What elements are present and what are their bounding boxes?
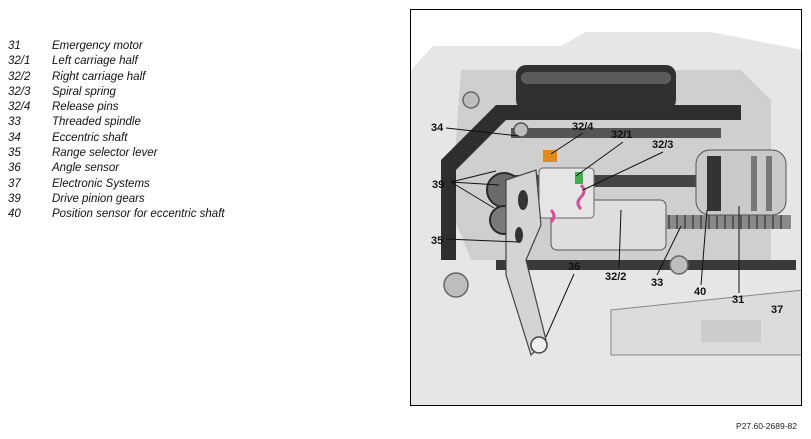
legend-label: Angle sensor [52, 162, 120, 175]
legend-label: Release pins [52, 101, 119, 114]
leader-33 [656, 225, 682, 276]
legend-item: 37 Electronic Systems [8, 177, 225, 192]
spiral-spring [549, 208, 556, 224]
leader-39 [450, 181, 495, 209]
callout-33: 33 [651, 277, 663, 289]
spiral-spring [576, 183, 586, 211]
legend-number: 37 [8, 177, 21, 190]
legend-item: 34 Eccentric shaft [8, 131, 225, 146]
callout-32-2: 32/2 [605, 271, 626, 283]
callout-31: 31 [732, 294, 744, 306]
legend-item: 36 Angle sensor [8, 161, 225, 176]
legend-label: Eccentric shaft [52, 131, 128, 144]
legend-number: 39 [8, 192, 21, 205]
legend-number: 33 [8, 116, 21, 129]
legend-item: 40 Position sensor for eccentric shaft [8, 207, 225, 222]
callout-36: 36 [568, 261, 580, 273]
housing-bolt [443, 272, 469, 298]
leader-lines [445, 127, 740, 338]
leader-39 [450, 170, 497, 183]
mechanism-illustration: 34 32/4 32/1 32/3 39 35 36 32/2 33 40 31… [410, 9, 802, 406]
leader-34 [445, 127, 520, 137]
legend-item: 31 Emergency motor [8, 39, 225, 54]
callout-32-1: 32/1 [611, 129, 632, 141]
callout-34: 34 [431, 122, 444, 134]
callout-35: 35 [431, 235, 443, 247]
spindle-threads [668, 215, 782, 229]
leader-32-2 [618, 209, 622, 269]
motor-collar [707, 156, 721, 211]
legend-label: Drive pinion gears [52, 192, 145, 205]
housing-bolt [669, 255, 689, 275]
legend-item: 32/3 Spiral spring [8, 85, 225, 100]
legend-item: 32/1 Left carriage half [8, 54, 225, 69]
frame-rail [496, 260, 796, 270]
legend-label: Electronic Systems [52, 177, 150, 190]
lever-slot [518, 190, 528, 210]
leader-40 [700, 209, 708, 286]
callout-37: 37 [771, 304, 783, 316]
mechanism-drawing: 34 32/4 32/1 32/3 39 35 36 32/2 33 40 31… [411, 10, 801, 405]
top-motor-highlight [521, 72, 671, 84]
callout-32-3: 32/3 [652, 139, 673, 151]
legend-item: 35 Range selector lever [8, 146, 225, 161]
housing-bolt [462, 91, 480, 109]
range-selector-lever [505, 169, 547, 357]
legend-item: 39 Drive pinion gears [8, 192, 225, 207]
leader-35 [445, 238, 520, 243]
leader-32-1 [575, 141, 624, 177]
motor-ring [751, 156, 757, 211]
legend-number: 35 [8, 147, 21, 160]
threaded-spindle [666, 215, 791, 229]
callout-32-4: 32/4 [572, 121, 594, 133]
legend-item: 32/2 Right carriage half [8, 70, 225, 85]
legend-label: Spiral spring [52, 85, 116, 98]
legend-label: Left carriage half [52, 55, 138, 68]
legend-number: 32/4 [8, 101, 31, 114]
legend-number: 34 [8, 131, 21, 144]
eccentric-shaft-34 [511, 128, 721, 138]
top-motor-housing [516, 65, 676, 110]
leader-39 [450, 181, 500, 186]
legend-label: Emergency motor [52, 40, 143, 52]
figure-reference: P27.60-2689-82 [736, 421, 797, 431]
legend-label: Position sensor for eccentric shaft [52, 208, 225, 221]
release-pin-orange [543, 150, 557, 162]
release-pin-green [575, 172, 583, 184]
legend-label: Right carriage half [52, 70, 146, 83]
housing-bolt [513, 122, 529, 138]
legend-number: 40 [8, 208, 21, 221]
legend-number: 32/2 [8, 70, 31, 83]
left-carriage-half [538, 167, 595, 219]
legend-label: Threaded spindle [52, 116, 141, 129]
leader-32-3 [582, 151, 664, 191]
legend-number: 36 [8, 162, 21, 175]
legend-item: 32/4 Release pins [8, 100, 225, 115]
lever-slot [515, 227, 523, 243]
legend-list: 31 Emergency motor 32/1 Left carriage half… [8, 39, 225, 223]
motor-ring [766, 156, 772, 211]
legend-number: 31 [8, 40, 21, 52]
angle-sensor [530, 336, 548, 354]
leader-32-4 [550, 132, 584, 155]
electronics-chip [701, 320, 761, 342]
callout-40: 40 [694, 286, 706, 298]
legend-number: 32/3 [8, 85, 31, 98]
legend-number: 32/1 [8, 55, 31, 68]
callout-39: 39 [432, 179, 444, 191]
legend-item: 33 Threaded spindle [8, 115, 225, 130]
leader-36 [545, 273, 575, 338]
legend-label: Range selector lever [52, 147, 158, 160]
